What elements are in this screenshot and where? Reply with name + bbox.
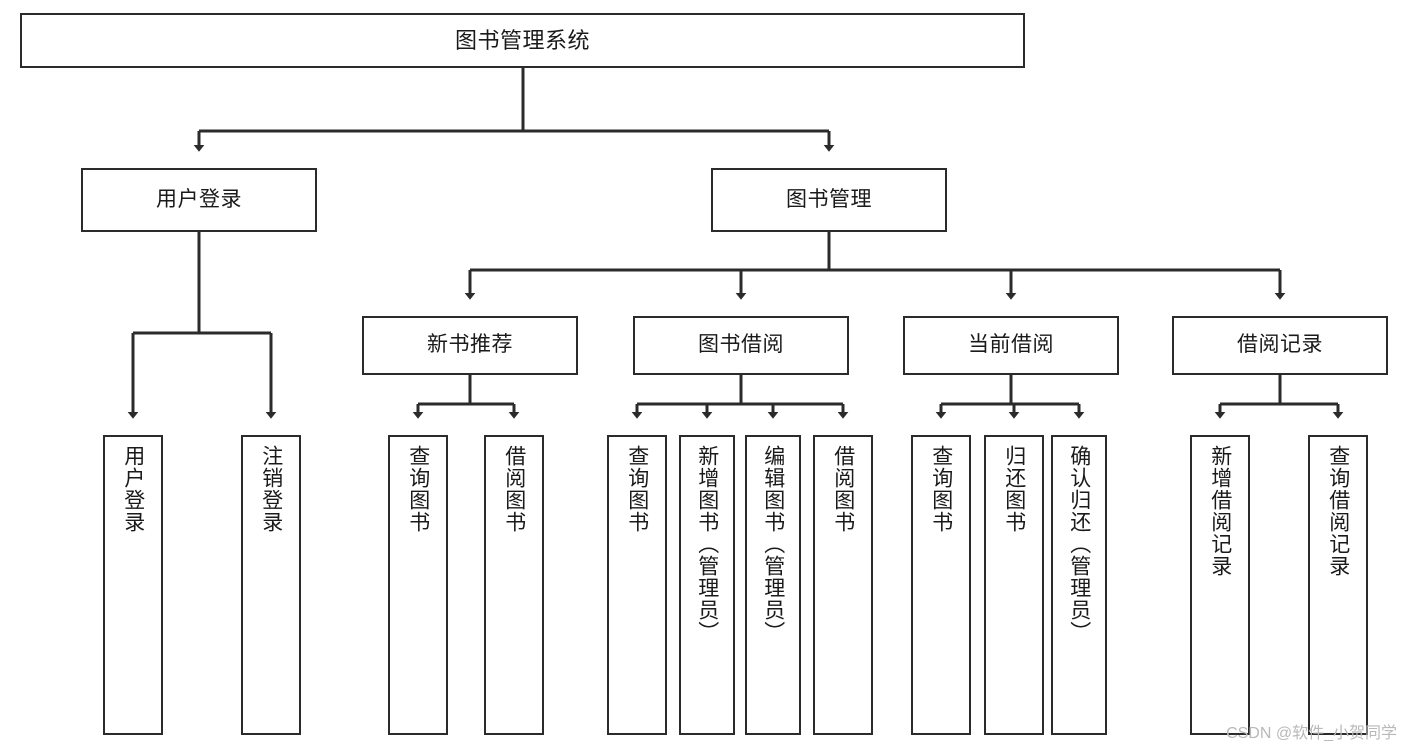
node-leaf-query-book-borrow[interactable]: 查询图书: [607, 435, 667, 735]
node-label: 确认归还（管理员）: [1067, 445, 1091, 643]
node-label: 新书推荐: [427, 333, 513, 357]
node-label: 借阅图书: [502, 445, 526, 533]
node-label: 图书借阅: [698, 333, 784, 357]
node-label: 图书管理: [786, 187, 872, 211]
node-label: 编辑图书（管理员）: [761, 445, 785, 643]
node-label: 新增借阅记录: [1208, 445, 1232, 577]
node-leaf-confirm-return-admin[interactable]: 确认归还（管理员）: [1051, 435, 1107, 735]
node-leaf-return-book[interactable]: 归还图书: [984, 435, 1044, 735]
node-root-system[interactable]: 图书管理系统: [20, 13, 1025, 68]
node-leaf-query-book-current[interactable]: 查询图书: [911, 435, 971, 735]
node-label: 借阅记录: [1237, 333, 1323, 357]
node-leaf-add-borrow-record[interactable]: 新增借阅记录: [1190, 435, 1250, 735]
node-label: 用户登录: [121, 445, 145, 533]
node-label: 注销登录: [259, 445, 283, 533]
node-book-manage[interactable]: 图书管理: [711, 168, 947, 232]
node-leaf-borrow-book[interactable]: 借阅图书: [813, 435, 873, 735]
node-leaf-user-login[interactable]: 用户登录: [103, 435, 163, 735]
node-user-login[interactable]: 用户登录: [81, 168, 317, 232]
node-leaf-edit-book-admin[interactable]: 编辑图书（管理员）: [745, 435, 801, 735]
node-leaf-user-logout[interactable]: 注销登录: [241, 435, 301, 735]
node-leaf-add-book-admin[interactable]: 新增图书（管理员）: [679, 435, 735, 735]
node-label: 查询图书: [929, 445, 953, 533]
node-label: 查询借阅记录: [1326, 445, 1350, 577]
node-borrow-record[interactable]: 借阅记录: [1172, 316, 1388, 375]
node-label: 图书管理系统: [454, 27, 590, 53]
node-leaf-query-book-rec[interactable]: 查询图书: [388, 435, 448, 735]
node-book-borrow[interactable]: 图书借阅: [633, 316, 849, 375]
node-label: 新增图书（管理员）: [695, 445, 719, 643]
node-current-borrow[interactable]: 当前借阅: [903, 316, 1119, 375]
node-label: 用户登录: [156, 187, 242, 211]
node-label: 当前借阅: [968, 333, 1054, 357]
node-label: 查询图书: [625, 445, 649, 533]
node-leaf-borrow-book-rec[interactable]: 借阅图书: [484, 435, 544, 735]
node-label: 借阅图书: [831, 445, 855, 533]
node-label: 归还图书: [1002, 445, 1026, 533]
node-label: 查询图书: [406, 445, 430, 533]
node-new-book-recommend[interactable]: 新书推荐: [362, 316, 578, 375]
node-leaf-query-borrow-record[interactable]: 查询借阅记录: [1308, 435, 1368, 735]
